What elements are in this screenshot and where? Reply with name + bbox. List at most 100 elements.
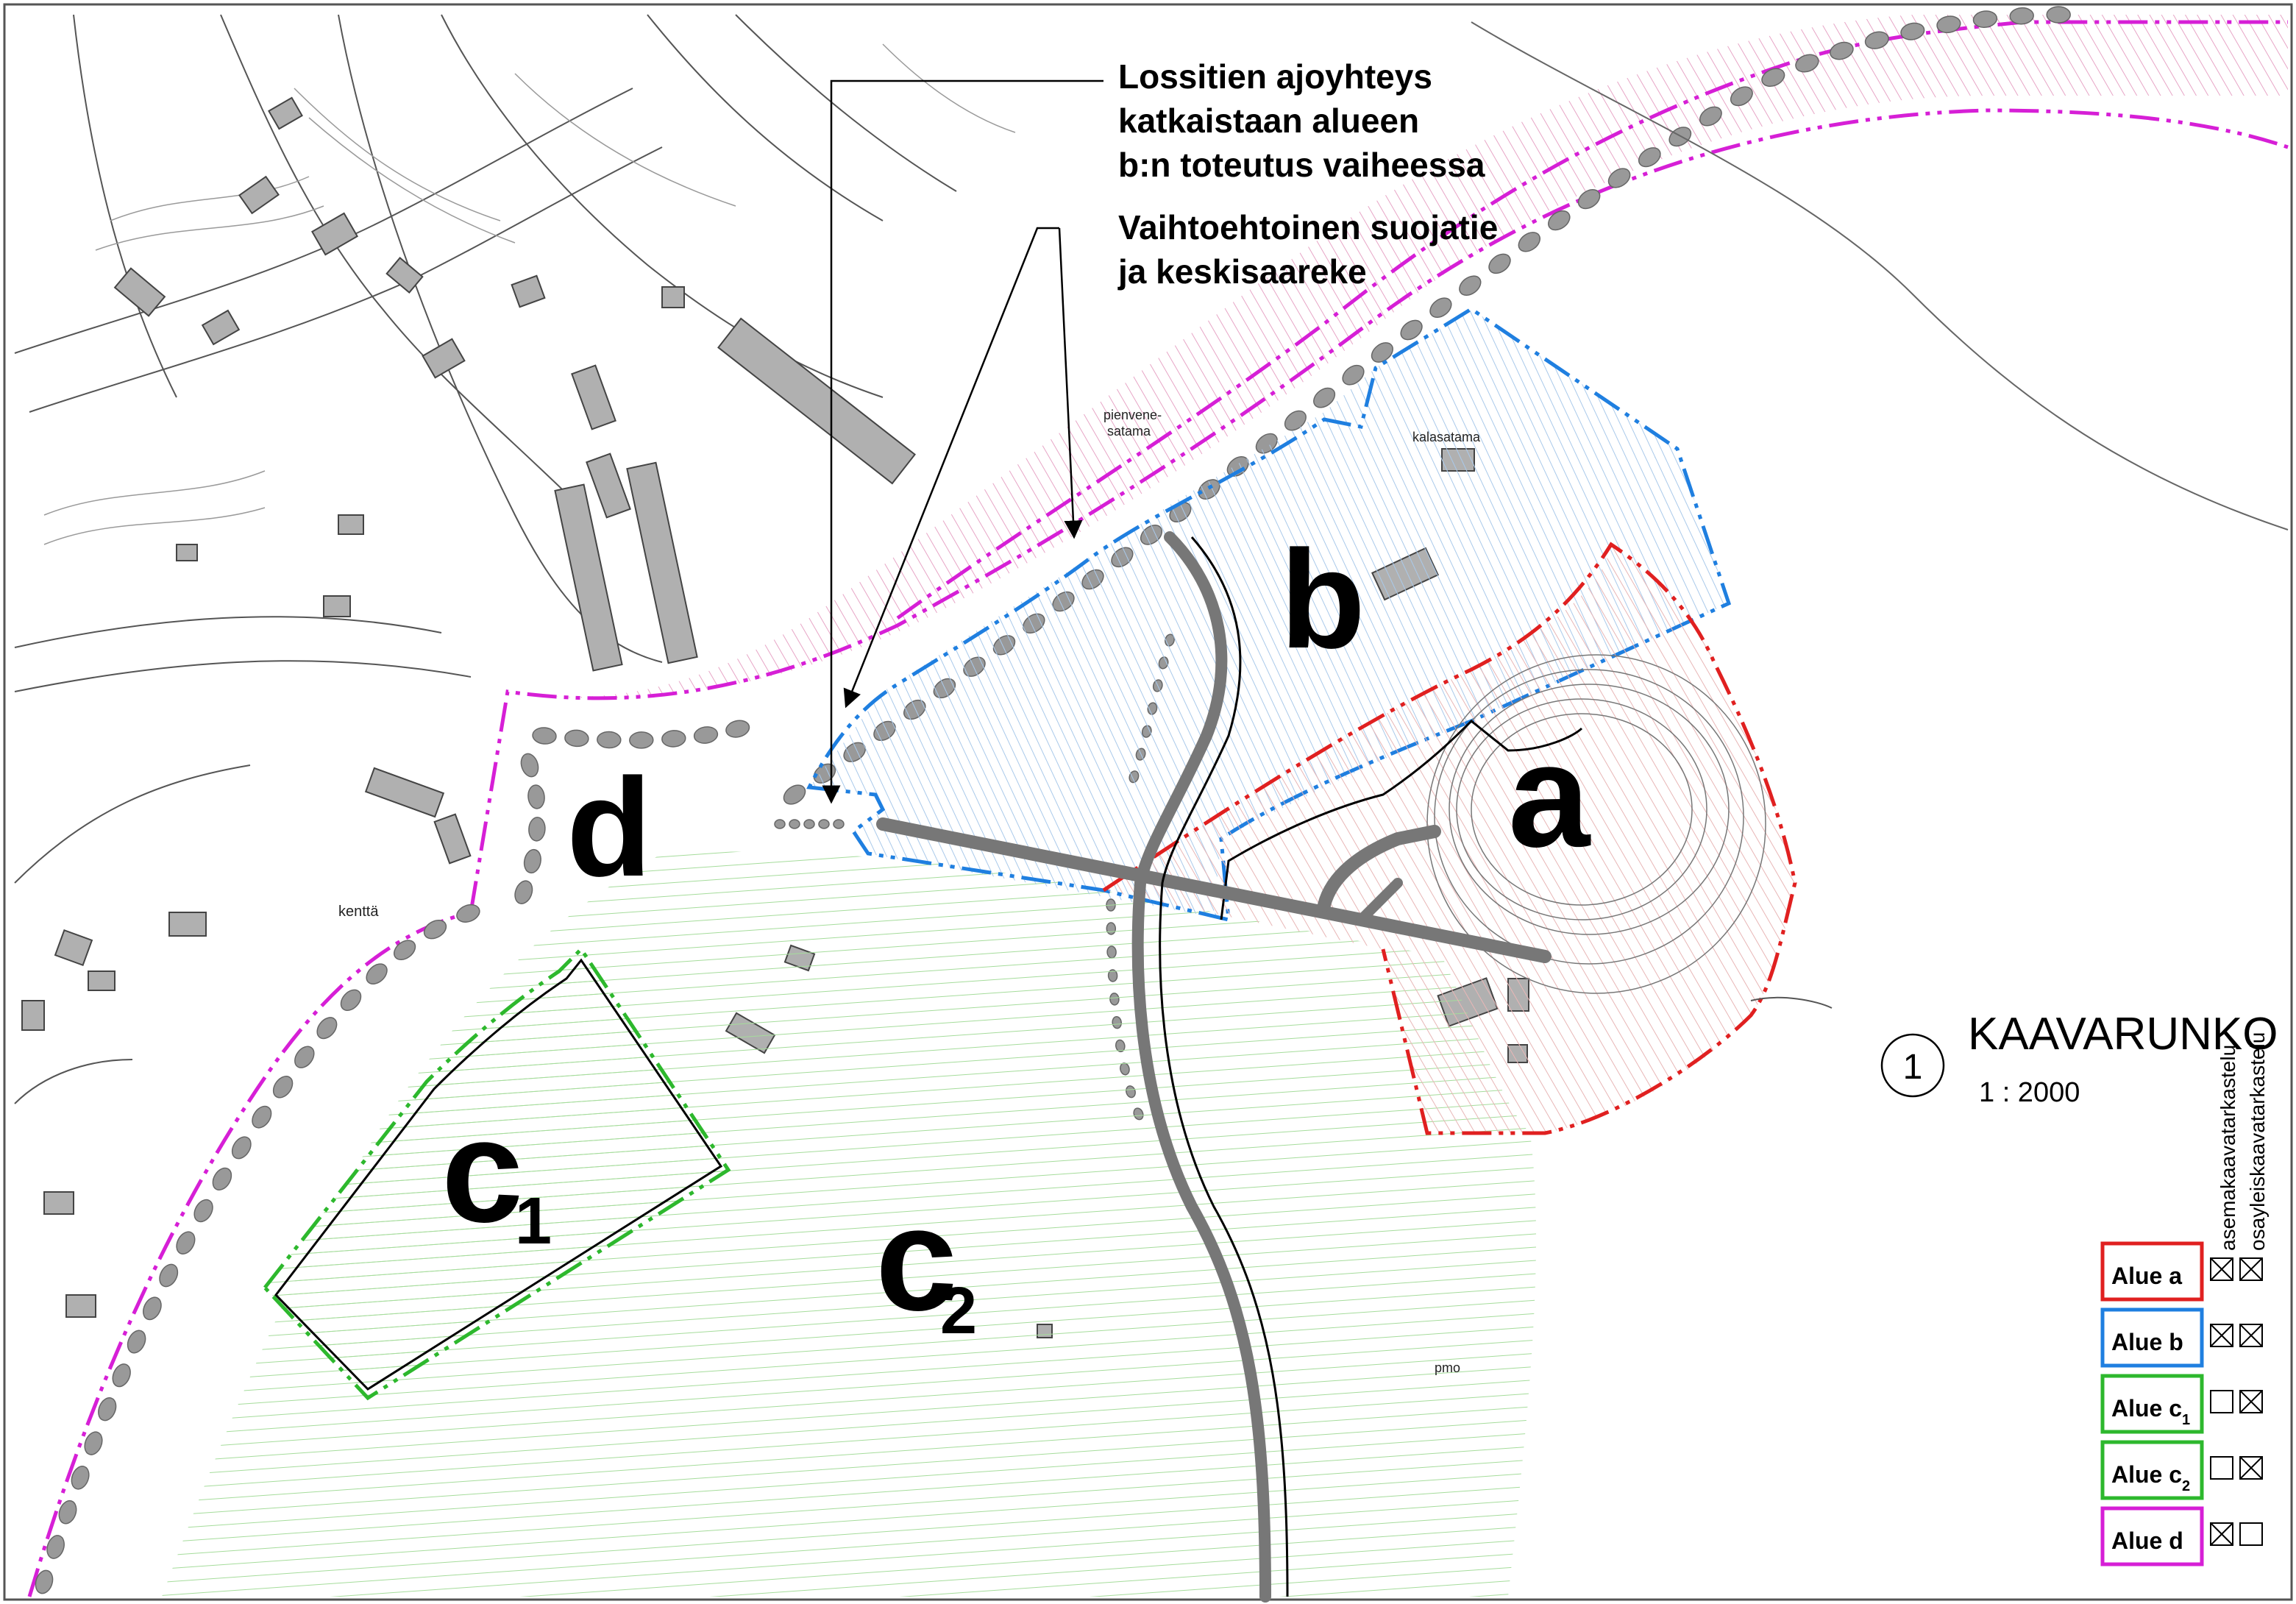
legend-swatch: [2100, 1241, 2204, 1302]
callout-2-line-2: ja keskisaareke: [1117, 252, 1367, 291]
tree-icon: [520, 753, 539, 778]
tree-icon: [532, 727, 557, 745]
area-label-c2: c 2: [875, 1177, 977, 1348]
tree-icon: [1900, 22, 1925, 40]
callout-2: Vaihtoehtoinen suojatie ja keskisaareke: [1117, 208, 1498, 291]
tree-icon: [1400, 319, 1423, 341]
tree-icon: [294, 1046, 315, 1068]
tree-icon: [1342, 364, 1365, 386]
legend-header-osayleiskaava: osayleiskaavatarkastelu: [2246, 1032, 2269, 1251]
tree-icon: [725, 720, 750, 738]
legend-item-label: Alue c: [2111, 1395, 2182, 1422]
callout-1-line-3: b:n toteutus vaiheessa: [1118, 146, 1485, 184]
tree-icon: [127, 1330, 146, 1354]
tree-icon: [1459, 275, 1482, 296]
place-label-kentta: kenttä: [338, 904, 379, 920]
legend-item: Alue d: [2100, 1506, 2263, 1566]
tree-icon: [366, 963, 388, 985]
tree-icon: [2046, 6, 2071, 24]
title-block: 1 KAAVARUNKO 1 : 2000: [1880, 1009, 2278, 1108]
tree-icon: [1577, 188, 1601, 210]
area-c1-boundary: [262, 946, 731, 1401]
tree-icon: [423, 920, 447, 940]
area-b-fill: [809, 309, 1729, 920]
callout-1: Lossitien ajoyhteys katkaistaan alueen b…: [1118, 57, 1485, 184]
tree-icon: [783, 784, 806, 805]
legend-item: Alue b: [2100, 1307, 2263, 1368]
tree-icon: [456, 904, 480, 923]
tree-icon: [1607, 168, 1631, 188]
place-label-pienvenesatama-1: pienvene-: [1103, 408, 1162, 422]
legend-check-mark: [2239, 1456, 2263, 1480]
tree-icon: [1371, 342, 1393, 363]
tree-icon: [212, 1167, 232, 1190]
pier: [1750, 996, 1833, 1009]
tree-icon: [1313, 387, 1336, 408]
map-frame: [3, 3, 2293, 1601]
legend-header-asemakaava: asemakaavatarkastelu: [2217, 1045, 2239, 1251]
legend-item-label: Alue b: [2111, 1329, 2183, 1355]
tree-icon: [316, 1017, 338, 1040]
callout-leaders: [822, 79, 1103, 804]
tree-icon: [1699, 106, 1722, 127]
tree-icon: [1795, 54, 1819, 73]
legend-check-mark: [2239, 1324, 2263, 1347]
headland-inner-boundary: [1220, 719, 1583, 920]
callout-1-line-2: katkaistaan alueen: [1118, 102, 1419, 140]
tree-icon: [58, 1500, 77, 1525]
legend-empty-box: [2239, 1522, 2263, 1546]
area-label-c1-letter: c: [441, 1089, 523, 1253]
tree-icon: [84, 1431, 103, 1455]
shoreline: [1471, 21, 2289, 530]
tree-icon: [143, 1296, 162, 1321]
legend-item-label: Alue a: [2111, 1263, 2182, 1289]
legend-check-mark: [2239, 1257, 2263, 1281]
title-number: 1: [1903, 1048, 1923, 1087]
tree-icon: [803, 819, 815, 829]
legend-empty-box: [2210, 1390, 2233, 1413]
area-d-boundary: [27, 108, 2289, 1597]
tree-icon: [272, 1076, 294, 1099]
legend-item-subscript: 2: [2182, 1478, 2190, 1494]
tree-icon: [597, 731, 622, 749]
tree-icon: [789, 819, 800, 829]
legend-swatch: [2100, 1307, 2204, 1368]
tree-icon: [833, 819, 845, 829]
tree-icon: [159, 1263, 179, 1288]
area-label-c1: c 1: [441, 1089, 552, 1258]
legend-check-mark: [2210, 1257, 2233, 1281]
tree-icon: [693, 726, 719, 744]
place-label-kalasatama: kalasatama: [1412, 430, 1481, 444]
tree-icon: [1830, 41, 1854, 60]
tree-icon: [661, 730, 686, 748]
area-label-c2-subscript: 2: [940, 1274, 977, 1348]
tree-icon: [112, 1363, 131, 1388]
legend-check-mark: [2210, 1522, 2233, 1546]
legend-item-label: Alue c: [2111, 1461, 2182, 1488]
tree-icon: [71, 1466, 90, 1490]
tree-icon: [1972, 10, 1998, 28]
tree-icon: [46, 1535, 65, 1559]
headland-contours: [1426, 654, 1766, 994]
tree-icon: [528, 817, 546, 842]
road-outlines: [1159, 536, 1289, 1597]
callout-1-line-1: Lossitien ajoyhteys: [1118, 57, 1432, 96]
tree-icon: [564, 729, 589, 748]
legend-check-mark: [2210, 1324, 2233, 1347]
tree-icon: [1429, 297, 1452, 318]
area-a-fill: [1103, 544, 1795, 1133]
base-map-contours: [43, 43, 1016, 545]
tree-icon: [1864, 31, 1889, 49]
area-label-c1-subscript: 1: [515, 1185, 552, 1258]
tree-icon: [1936, 15, 1961, 34]
callout-2-line-1: Vaihtoehtoinen suojatie: [1118, 208, 1498, 246]
title-number-circle: [1880, 1033, 1945, 1098]
tree-icon: [176, 1231, 196, 1255]
area-label-d: d: [566, 750, 652, 906]
tree-icon: [523, 848, 541, 874]
tree-icon: [514, 880, 533, 904]
tree-icon: [35, 1569, 54, 1594]
tree-icon: [393, 940, 416, 961]
roads: [876, 531, 1552, 1603]
